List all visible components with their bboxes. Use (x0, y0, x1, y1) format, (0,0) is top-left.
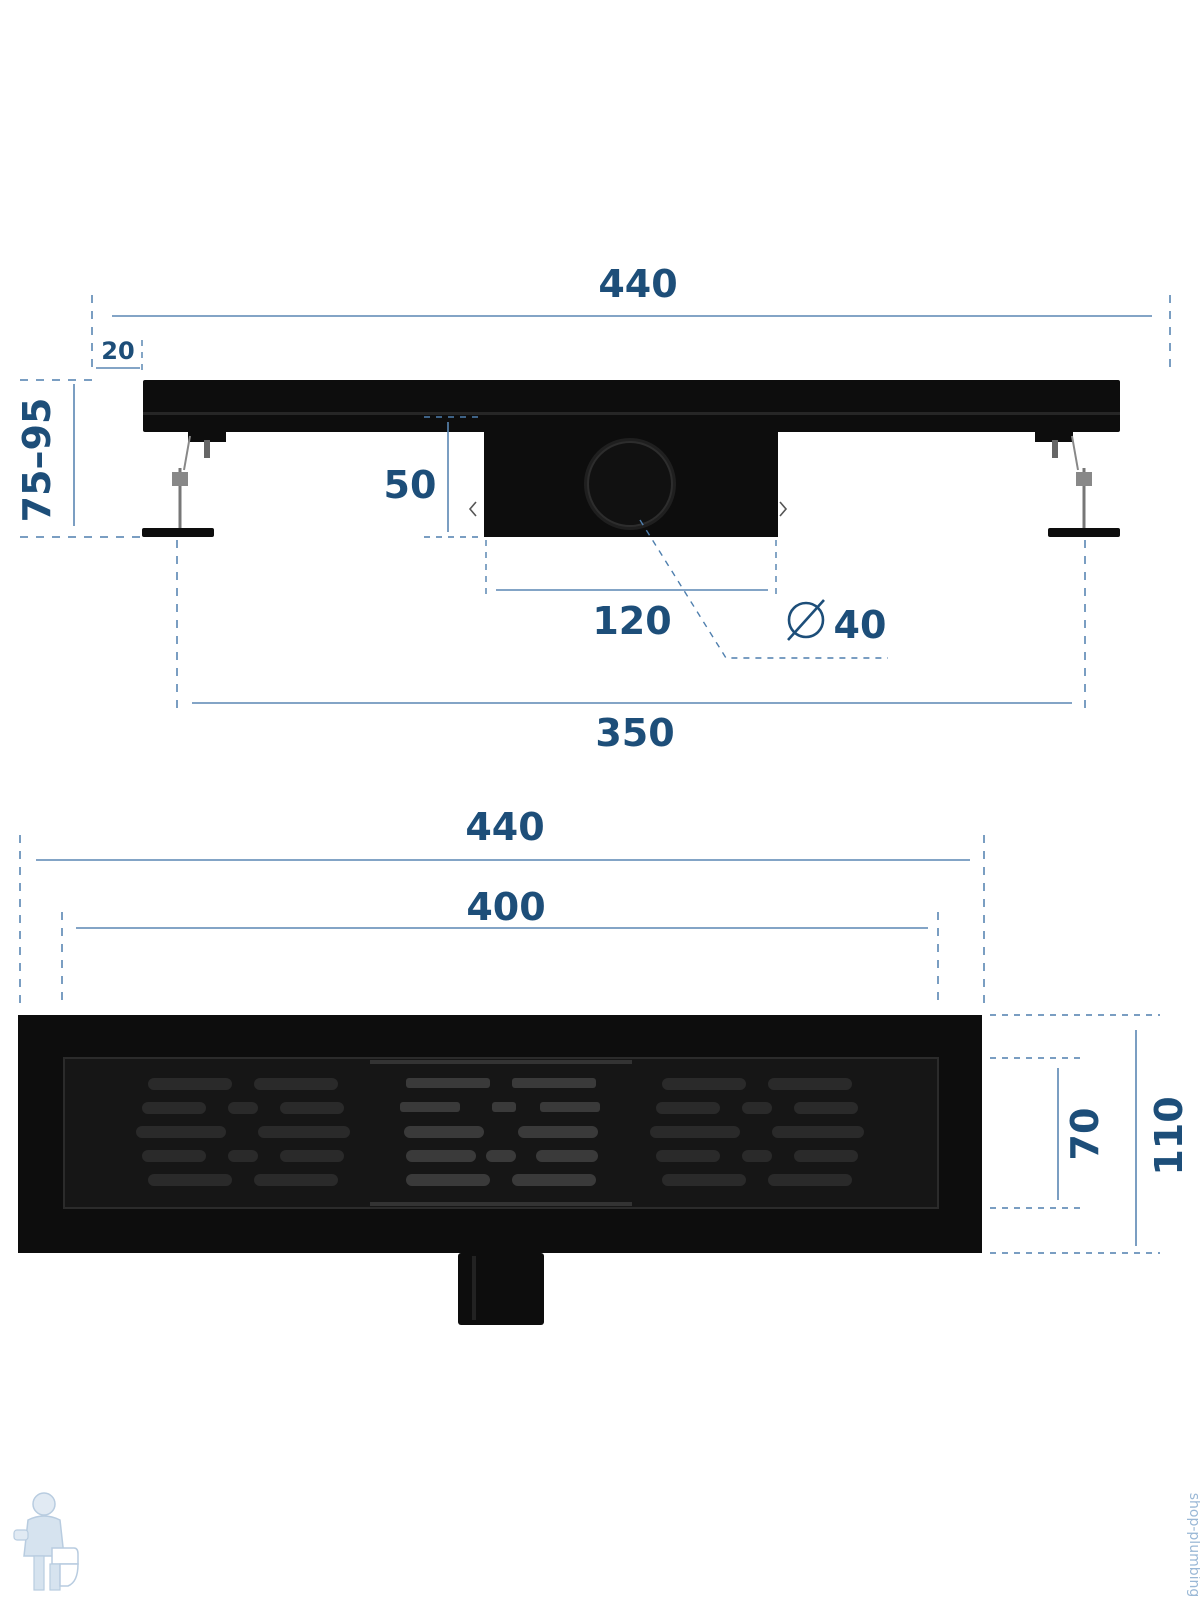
tray-width-label: 110 (1147, 1096, 1191, 1175)
channel-body (143, 380, 1120, 432)
leg-nut2-right (1076, 472, 1092, 486)
leg-nut-right (1052, 440, 1058, 458)
top-length-label: 440 (465, 805, 544, 849)
outlet-height-label: 50 (384, 463, 437, 507)
outlet-diameter-label: 40 (834, 603, 887, 647)
plumber-logo (13, 1492, 79, 1591)
grate-slots-left (136, 1078, 350, 1186)
channel-rim (143, 412, 1120, 415)
bracket-icon-left (468, 501, 477, 517)
side-length-label: 440 (598, 262, 677, 306)
bracket-icon-right (779, 501, 788, 517)
outlet-pipe (458, 1253, 544, 1325)
leg-arm-right (1071, 435, 1079, 471)
diameter-icon (787, 599, 825, 641)
grate-length-label: 400 (466, 885, 545, 929)
side-view: 440 20 75–95 (15, 262, 1171, 755)
grate-top-bar (370, 1060, 632, 1064)
leg-nut-left (204, 440, 210, 458)
grate-slots-center (400, 1078, 600, 1186)
edge-offset-label: 20 (101, 337, 134, 365)
watermark-vertical-text: shop-plumbing (1186, 1493, 1200, 1598)
leg-arm-left (183, 435, 191, 471)
body-width-label: 120 (592, 599, 671, 643)
height-range-label: 75–95 (15, 398, 59, 523)
grate-width-label: 70 (1063, 1108, 1107, 1161)
leg-foot-left (142, 528, 214, 537)
grate-bottom-bar (370, 1202, 632, 1206)
leg-foot-right (1048, 528, 1120, 537)
outlet-pipe-rim (587, 441, 673, 527)
leg-bracket-left (188, 432, 226, 442)
leg-nut2-left (172, 472, 188, 486)
leg-bracket-right (1035, 432, 1073, 442)
top-view: 440 400 (18, 805, 1191, 1325)
leg-spacing-label: 350 (595, 711, 674, 755)
grate-slots-right (650, 1078, 864, 1186)
outlet-pipe-highlight (472, 1256, 476, 1320)
